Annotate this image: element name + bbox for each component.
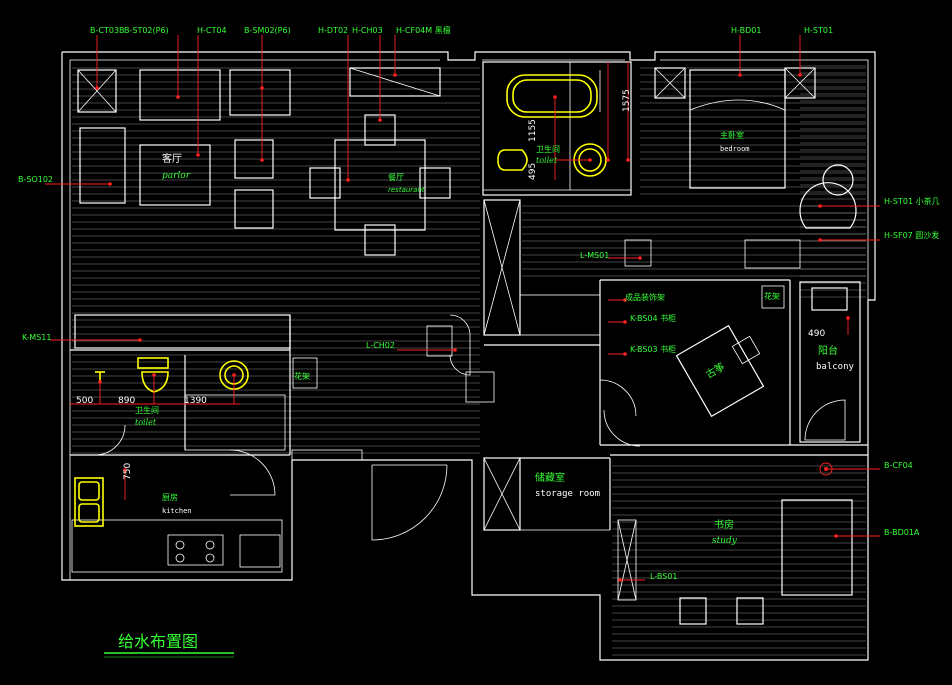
tag-label: L-BS01 xyxy=(650,572,678,581)
room-label-parlor-en: parlor xyxy=(162,171,191,181)
tag-label: B-ST02(P6) xyxy=(124,26,169,35)
room-label-bath2: 卫生间 xyxy=(135,405,159,415)
tag-label: B-SM02(P6) xyxy=(244,26,291,35)
tag-label: H-ST01 xyxy=(804,26,833,35)
room-label-kitchen: 厨房 xyxy=(162,492,178,502)
tag-label: 成品装饰架 xyxy=(625,292,665,302)
room-label-master: 主卧室 xyxy=(720,130,744,140)
room-label-antique: 古筝 xyxy=(703,360,727,381)
tag-label: K-BS03 书柜 xyxy=(630,344,676,354)
equipment-tags: B-CT03B B-ST02(P6) H-CT04 B-SM02(P6) H-D… xyxy=(18,25,940,581)
tag-label: B-BD01A xyxy=(884,528,920,537)
room-label-balcony: 阳台 xyxy=(818,344,838,357)
dim-495: 495 xyxy=(528,163,538,180)
tag-label: L-CH02 xyxy=(366,341,395,350)
dim-750: 750 xyxy=(123,463,133,480)
room-label-restaurant: 餐厅 xyxy=(388,173,404,182)
tag-label: B-CF04 xyxy=(884,461,913,470)
water-pipes xyxy=(45,35,880,582)
room-label-storage-en: storage room xyxy=(535,489,600,499)
dim-1575: 1575 xyxy=(622,89,632,112)
dim-1390: 1390 xyxy=(184,396,207,406)
tag-label: H-SF07 圆沙发 xyxy=(884,230,939,240)
tag-label: L-MS01 xyxy=(580,251,609,260)
dim-490: 490 xyxy=(808,329,825,339)
tag-label: B-CT03B xyxy=(90,26,125,35)
tag-label: H-ST01 小茶几 xyxy=(884,196,940,206)
tag-label: H-CT04 xyxy=(197,26,227,35)
tag-label: H-CF04M 黑檀 xyxy=(396,25,451,35)
tag-label: H-CH03 xyxy=(352,26,383,35)
tag-label: H-DT02 xyxy=(318,26,348,35)
room-label-flower2: 花架 xyxy=(764,291,780,301)
room-label-storage: 储藏室 xyxy=(535,471,565,484)
room-label-kitchen-en: kitchen xyxy=(162,507,192,515)
tag-label: K-BS04 书柜 xyxy=(630,313,676,323)
walls xyxy=(61,51,876,661)
room-labels: 客厅 parlor 餐厅 restaurant 卫生间 toilet 主卧室 b… xyxy=(135,130,855,546)
tag-label: H-BD01 xyxy=(731,26,761,35)
dim-500: 500 xyxy=(76,396,93,406)
dim-1155: 1155 xyxy=(528,119,538,142)
tag-label: K-MS11 xyxy=(22,333,51,342)
dim-890: 890 xyxy=(118,396,135,406)
room-label-parlor: 客厅 xyxy=(162,152,182,165)
room-label-bath1-en: toilet xyxy=(536,156,558,165)
room-label-bath1: 卫生间 xyxy=(536,144,560,154)
room-label-flower1: 花架 xyxy=(294,371,310,381)
room-label-study: 书房 xyxy=(714,518,734,531)
room-label-restaurant-en: restaurant xyxy=(388,186,425,194)
room-label-bath2-en: toilet xyxy=(135,418,157,427)
room-label-balcony-en: balcony xyxy=(816,362,855,372)
room-label-study-en: study xyxy=(712,536,738,546)
dimensions: 1155 495 1575 500 890 1390 750 490 xyxy=(76,70,825,480)
tag-label: B-SO102 xyxy=(18,175,53,184)
drawing-title: 给水布置图 xyxy=(118,632,198,651)
floor-hatching xyxy=(72,65,866,656)
room-label-master-en: bedroom xyxy=(720,145,750,153)
